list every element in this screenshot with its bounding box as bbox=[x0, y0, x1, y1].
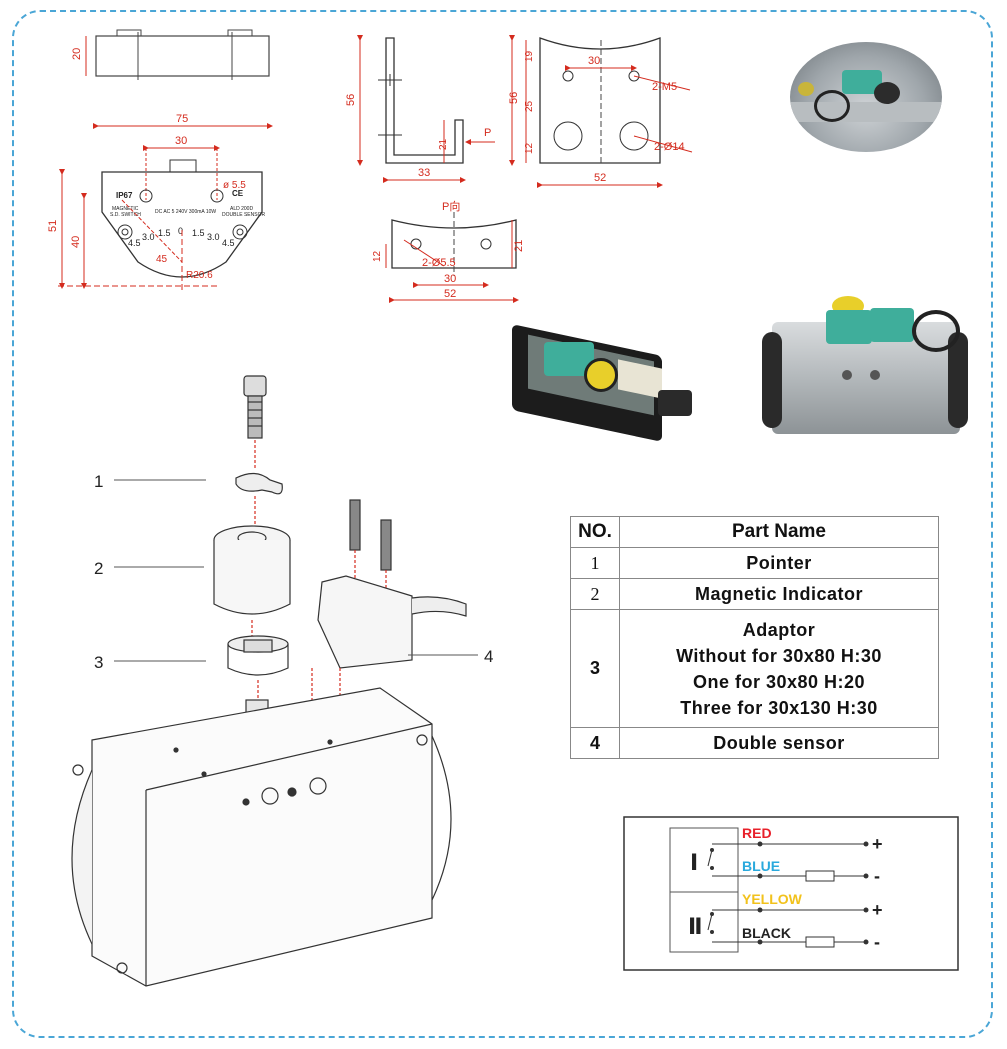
callout-3: 3 bbox=[94, 653, 103, 672]
dim-front-width: 52 bbox=[594, 172, 606, 184]
label-sd-switch: S.D. SWITCH bbox=[110, 212, 141, 218]
dim-front-top: 19 bbox=[524, 50, 535, 62]
dim-front-spacing: 30 bbox=[588, 55, 600, 67]
row-name-multi: Adaptor Without for 30x80 H:30 One for 3… bbox=[619, 609, 939, 728]
sensor-closeup-photo bbox=[790, 42, 942, 152]
header-part-name: Part Name bbox=[619, 516, 939, 548]
p-view-title: P向 bbox=[442, 199, 460, 213]
dim-p-width: 52 bbox=[444, 288, 456, 300]
table-row: 1 Pointer bbox=[570, 547, 939, 579]
row-name-line: One for 30x80 H:20 bbox=[692, 671, 866, 692]
ip-rating: IP67 bbox=[116, 191, 133, 200]
scale-label-2: 1.5 bbox=[158, 228, 171, 238]
scale-label-1: 3.0 bbox=[142, 232, 155, 242]
junction-box-photo bbox=[512, 318, 702, 458]
label-m5: 2-M5 bbox=[652, 81, 677, 93]
scale-label-4: 1.5 bbox=[192, 228, 205, 238]
row-name-line: Three for 30x130 H:30 bbox=[680, 697, 878, 718]
row-name: Double sensor bbox=[619, 727, 939, 759]
label-model: ALD 200D bbox=[230, 206, 253, 212]
scale-label-6: 4.5 bbox=[222, 238, 235, 248]
dim-hole-spacing: 30 bbox=[175, 135, 187, 147]
scale-label-5: 3.0 bbox=[207, 232, 220, 242]
top-side-view: 20 bbox=[71, 29, 270, 80]
dim-side-height: 20 bbox=[71, 48, 83, 60]
dim-bracket-foot: 21 bbox=[438, 138, 449, 150]
dashed-border bbox=[12, 10, 993, 1038]
sensor-face-drawing: 75 30 IP67 MAGNETIC S.D. SWITCH DC AC 5 … bbox=[47, 113, 273, 290]
rating-text: DC AC 5 240V 300mA 10W bbox=[155, 209, 216, 215]
table-row: 4 Double sensor bbox=[570, 727, 939, 759]
bracket-front-view: 30 52 56 19 25 12 2-M5 2-Ø14 bbox=[508, 35, 693, 188]
dim-p-spacing: 30 bbox=[444, 273, 456, 285]
label-d14: 2-Ø14 bbox=[654, 141, 685, 153]
dim-bracket-height: 56 bbox=[345, 94, 357, 106]
dim-front-height: 56 bbox=[508, 92, 520, 104]
label-p-holes: 2-Ø5.5 bbox=[422, 257, 456, 269]
dim-height-51: 51 bbox=[47, 220, 59, 232]
bracket-p-view: P向 2-Ø5.5 30 52 21 12 bbox=[372, 199, 525, 303]
table-header-row: NO. Part Name bbox=[570, 516, 939, 548]
dim-width-75: 75 bbox=[176, 113, 188, 125]
scale-label-0: 4.5 bbox=[128, 238, 141, 248]
row-no: 4 bbox=[570, 727, 620, 759]
actuator-photo bbox=[762, 286, 972, 446]
dim-front-bottom: 12 bbox=[524, 142, 535, 154]
dim-hole: ø 5.5 bbox=[223, 180, 246, 191]
view-p-label: P bbox=[484, 127, 491, 139]
parts-table: NO. Part Name 1 Pointer 2 Magnetic Indic… bbox=[570, 516, 939, 759]
dim-p-left: 12 bbox=[372, 250, 383, 262]
row-no: 1 bbox=[570, 547, 620, 579]
row-name: Pointer bbox=[619, 547, 939, 579]
scale-label-3: 0 bbox=[178, 226, 183, 236]
row-name-line: Adaptor bbox=[742, 619, 816, 640]
ce-mark: CE bbox=[232, 189, 244, 198]
label-double-sensor: DOUBLE SENSOR bbox=[222, 212, 265, 218]
table-row: 2 Magnetic Indicator bbox=[570, 578, 939, 610]
dim-p-height: 21 bbox=[513, 240, 525, 252]
dim-angle: 45 bbox=[156, 254, 168, 265]
exploded-assembly bbox=[71, 375, 467, 987]
row-no: 3 bbox=[570, 609, 620, 728]
row-name-line: Without for 30x80 H:30 bbox=[676, 645, 882, 666]
dim-front-mid: 25 bbox=[524, 100, 535, 112]
dim-height-40: 40 bbox=[70, 236, 82, 248]
row-no: 2 bbox=[570, 578, 620, 610]
bracket-side-view: 56 33 21 P bbox=[345, 35, 495, 183]
callouts: 1 2 3 4 bbox=[94, 472, 493, 672]
callout-4: 4 bbox=[484, 647, 493, 666]
row-name: Magnetic Indicator bbox=[619, 578, 939, 610]
header-no: NO. bbox=[570, 516, 620, 548]
label-magnetic: MAGNETIC bbox=[112, 206, 139, 212]
dim-radius: R20.6 bbox=[186, 270, 213, 281]
table-row: 3 Adaptor Without for 30x80 H:30 One for… bbox=[570, 609, 939, 728]
callout-1: 1 bbox=[94, 472, 103, 491]
callout-2: 2 bbox=[94, 559, 103, 578]
dim-bracket-width: 33 bbox=[418, 167, 430, 179]
